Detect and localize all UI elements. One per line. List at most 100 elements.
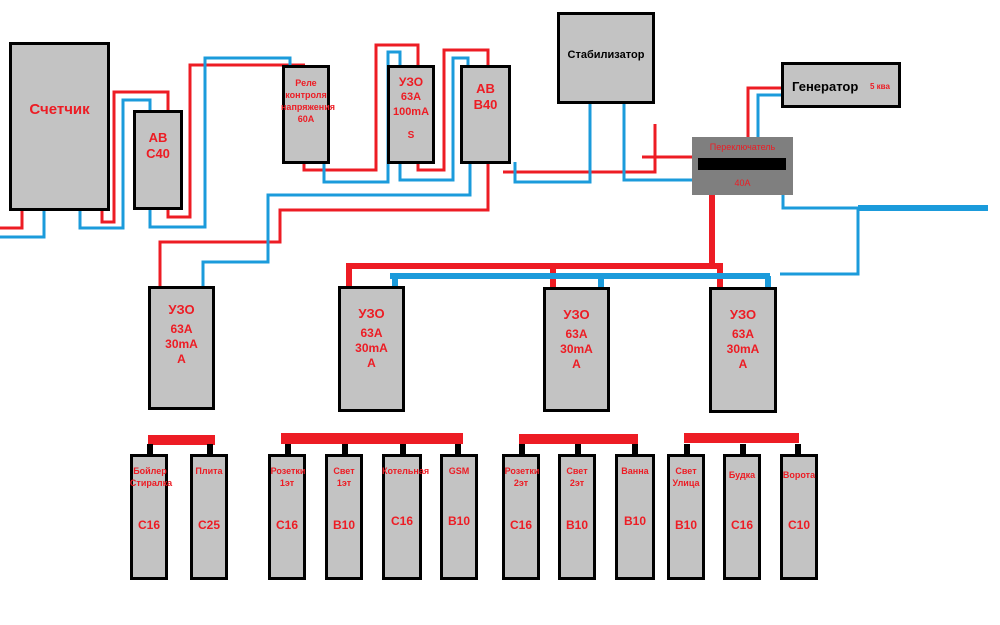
circuit-rating: С10 (787, 518, 810, 532)
bus-stub (519, 444, 525, 456)
breaker-b40: АВ В40 (460, 65, 511, 164)
rcd-label-3: 30mA (355, 341, 388, 355)
circuit-breaker: Плита С25 (190, 454, 228, 580)
main-rcd-label-4: S (407, 130, 415, 141)
rcd-label-2: 63А (170, 322, 193, 336)
rcd-label-2: 63А (360, 326, 383, 340)
voltage-relay-label-4: 60А (297, 114, 315, 124)
phase-wire (0, 208, 24, 230)
transfer-switch-rating: 40А (734, 178, 751, 188)
circuit-name-1: Свет (566, 466, 588, 476)
circuit-breaker: Бойлер Стиралка С16 (130, 454, 172, 580)
circuit-name-1: Розетки (504, 466, 540, 476)
circuit-breaker: Ворота С10 (780, 454, 818, 580)
neutral-wire (513, 104, 592, 184)
main-rcd: УЗО 63А 100mA S (387, 65, 435, 164)
bus-bar-group-2 (281, 433, 463, 444)
circuit-name-1: Ванна (621, 466, 649, 476)
rcd-label-1: УЗО (358, 306, 385, 321)
bus-stub (400, 444, 406, 456)
circuit-name-2: 1эт (279, 478, 295, 488)
bus-bar-group-1 (148, 435, 215, 445)
phase-wires (0, 43, 783, 288)
transfer-switch-window (698, 158, 786, 170)
breaker-b40-label-2: В40 (473, 97, 498, 112)
phase-wire (158, 162, 490, 288)
bus-stub (207, 444, 213, 456)
phase-wire (100, 90, 170, 224)
bus-stub (632, 444, 638, 456)
circuit-name-2: 2эт (513, 478, 529, 488)
phase-bus-drop (712, 263, 723, 288)
bus-stub (147, 444, 153, 456)
main-breaker-c40: АВ С40 (133, 110, 183, 210)
circuit-breaker: Котельная С16 (382, 454, 430, 580)
main-breaker-label-2: С40 (146, 146, 170, 161)
main-rcd-label-1: УЗО (398, 75, 424, 89)
neutral-wire (78, 98, 152, 230)
circuit-rating: В10 (447, 514, 470, 528)
voltage-relay: Реле контроля напряжения 60А (281, 65, 335, 164)
circuit-name-2: Улица (672, 478, 700, 488)
rcd-2: УЗО 63А 30mA A (338, 286, 405, 412)
bus-stub (285, 444, 291, 456)
circuit-name-1: Будка (728, 470, 756, 480)
circuit-name-2: Стиралка (129, 478, 173, 488)
neutral-bus (390, 205, 988, 288)
neutral-wire (201, 162, 472, 288)
circuit-breaker: GSM В10 (440, 454, 478, 580)
neutral-wire (0, 208, 46, 239)
circuit-rating: С16 (390, 514, 413, 528)
circuit-breaker: Розетки 1эт С16 (268, 454, 306, 580)
bus-stub (455, 444, 461, 456)
phase-wire (416, 48, 490, 172)
circuit-name-1: Котельная (382, 466, 430, 476)
bus-stub (342, 444, 348, 456)
phase-wire (746, 86, 783, 137)
rcd-3: УЗО 63А 30mA A (543, 287, 610, 412)
rcd-label-3: 30mA (726, 342, 760, 356)
circuit-rating: В10 (674, 518, 697, 532)
circuit-name-2: 1эт (336, 478, 352, 488)
neutral-wire (148, 56, 292, 229)
voltage-relay-label-3: напряжения (281, 102, 335, 112)
main-rcd-label-2: 63А (400, 91, 422, 103)
generator-label: Генератор (792, 79, 859, 94)
rcd-label-2: 63А (731, 327, 754, 341)
phase-wire (302, 43, 420, 172)
circuit-rating: С16 (275, 518, 298, 532)
circuit-rating: В10 (332, 518, 355, 532)
circuit-name-1: Свет (675, 466, 697, 476)
circuit-rating: В10 (623, 514, 646, 528)
stabilizer-label: Стабилизатор (567, 49, 645, 61)
circuit-name-1: Розетки (270, 466, 306, 476)
voltage-relay-label-1: Реле (295, 78, 317, 88)
neutral-wire (622, 104, 693, 182)
circuit-rating: С16 (137, 518, 160, 532)
circuit-rating: В10 (565, 518, 588, 532)
rcd-label-1: УЗО (168, 302, 195, 317)
stabilizer: Стабилизатор (557, 12, 655, 104)
rcd-label-4: A (738, 357, 748, 371)
generator: Генератор 5 ква (781, 62, 901, 108)
bus-bar-group-4 (684, 433, 799, 443)
neutral-wire (398, 56, 470, 182)
circuit-breaker: Свет 1эт В10 (325, 454, 363, 580)
rcd-label-4: A (572, 357, 581, 371)
circuit-breaker: Свет Улица В10 (667, 454, 705, 580)
rcd-label-3: 30mA (560, 342, 593, 356)
bus-bar-group-3 (519, 434, 638, 444)
rcd-label-1: УЗО (729, 307, 757, 322)
bus-stub (740, 444, 746, 456)
generator-power: 5 ква (870, 82, 890, 91)
circuit-rating: С16 (509, 518, 532, 532)
transfer-switch-label: Переключатель (709, 142, 776, 152)
rcd-label-4: A (177, 352, 186, 366)
neutral-wire (756, 93, 783, 137)
circuit-rating: С25 (197, 518, 220, 532)
neutral-wire (780, 195, 860, 276)
transfer-switch: Переключатель 40А (692, 137, 793, 195)
main-breaker-label-1: АВ (148, 130, 168, 145)
circuit-name-1: Бойлер (133, 466, 167, 476)
